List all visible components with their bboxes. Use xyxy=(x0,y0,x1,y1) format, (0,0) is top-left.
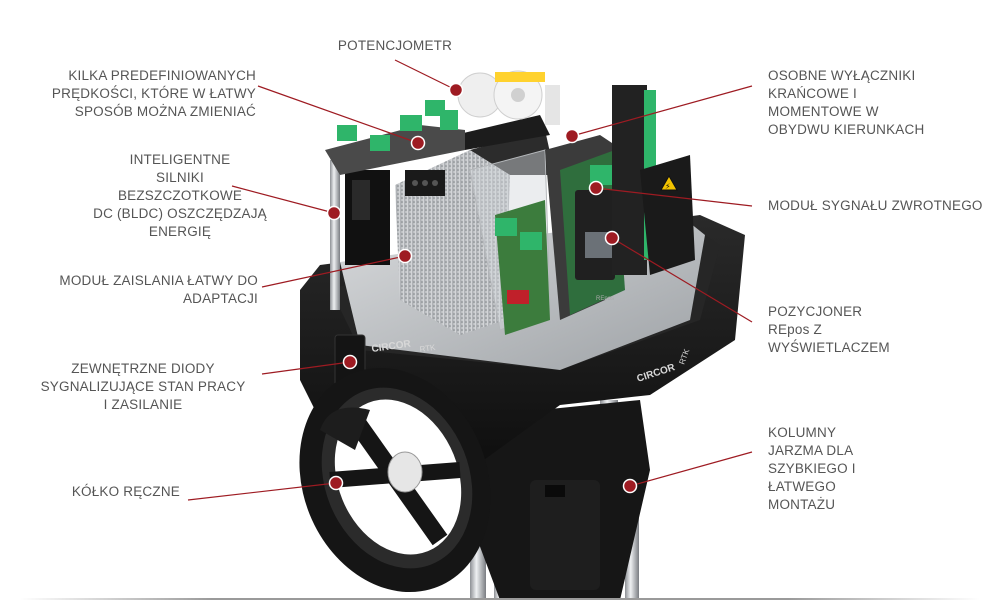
label-feedback: MODUŁ SYGNAŁU ZWROTNEGO xyxy=(768,198,983,213)
floor-shadow xyxy=(20,598,980,600)
model-text-front: RTK xyxy=(419,343,437,354)
label-speeds: KILKA PREDEFINIOWANYCH PRĘDKOŚCI, KTÓRE … xyxy=(51,68,256,119)
label-limit-switches: OSOBNE WYŁĄCZNIKI KRAŃCOWE I MOMENTOWE W… xyxy=(768,68,925,137)
marker-columns xyxy=(622,478,638,494)
marker-power-module xyxy=(397,248,413,264)
marker-leds xyxy=(342,354,358,370)
callout-markers xyxy=(326,82,638,494)
label-power-module: MODUŁ ZAISLANIA ŁATWY DO ADAPTACJI xyxy=(59,273,258,306)
marker-motors xyxy=(326,205,342,221)
marker-handwheel xyxy=(328,475,344,491)
support-rod xyxy=(330,160,340,310)
center-pcb xyxy=(495,200,550,335)
top-pcbs xyxy=(325,100,465,175)
warning-symbol: ⚡ xyxy=(665,182,671,191)
leader-lines xyxy=(187,59,753,501)
marker-feedback xyxy=(588,180,604,196)
marker-positioner xyxy=(604,230,620,246)
potentiometer-assembly xyxy=(457,70,560,125)
marker-limit-switches xyxy=(564,128,580,144)
label-columns: KOLUMNY JARZMA DLA SZYBKIEGO I ŁATWEGO M… xyxy=(768,425,856,512)
label-motors: INTELIGENTNE SILNIKI BEZSZCZOTKOWE DC (B… xyxy=(93,152,267,239)
label-handwheel: KÓŁKO RĘCZNE xyxy=(71,484,180,499)
power-supply-module xyxy=(395,115,555,335)
label-leds: ZEWNĘTRZNE DIODY SYGNALIZUJĄCE STAN PRAC… xyxy=(40,361,246,412)
warning-triangle xyxy=(660,174,678,191)
positioner-brand: REpos xyxy=(596,296,614,302)
label-potentiometer: POTENCJOMETR xyxy=(337,38,453,53)
handwheel-graphic xyxy=(299,367,491,593)
marker-potentiometer xyxy=(448,82,464,98)
label-positioner: POZYCJONER REpos Z WYŚWIETLACZEM xyxy=(768,304,890,355)
bldc-motor xyxy=(345,170,390,265)
marker-speeds xyxy=(410,135,426,151)
